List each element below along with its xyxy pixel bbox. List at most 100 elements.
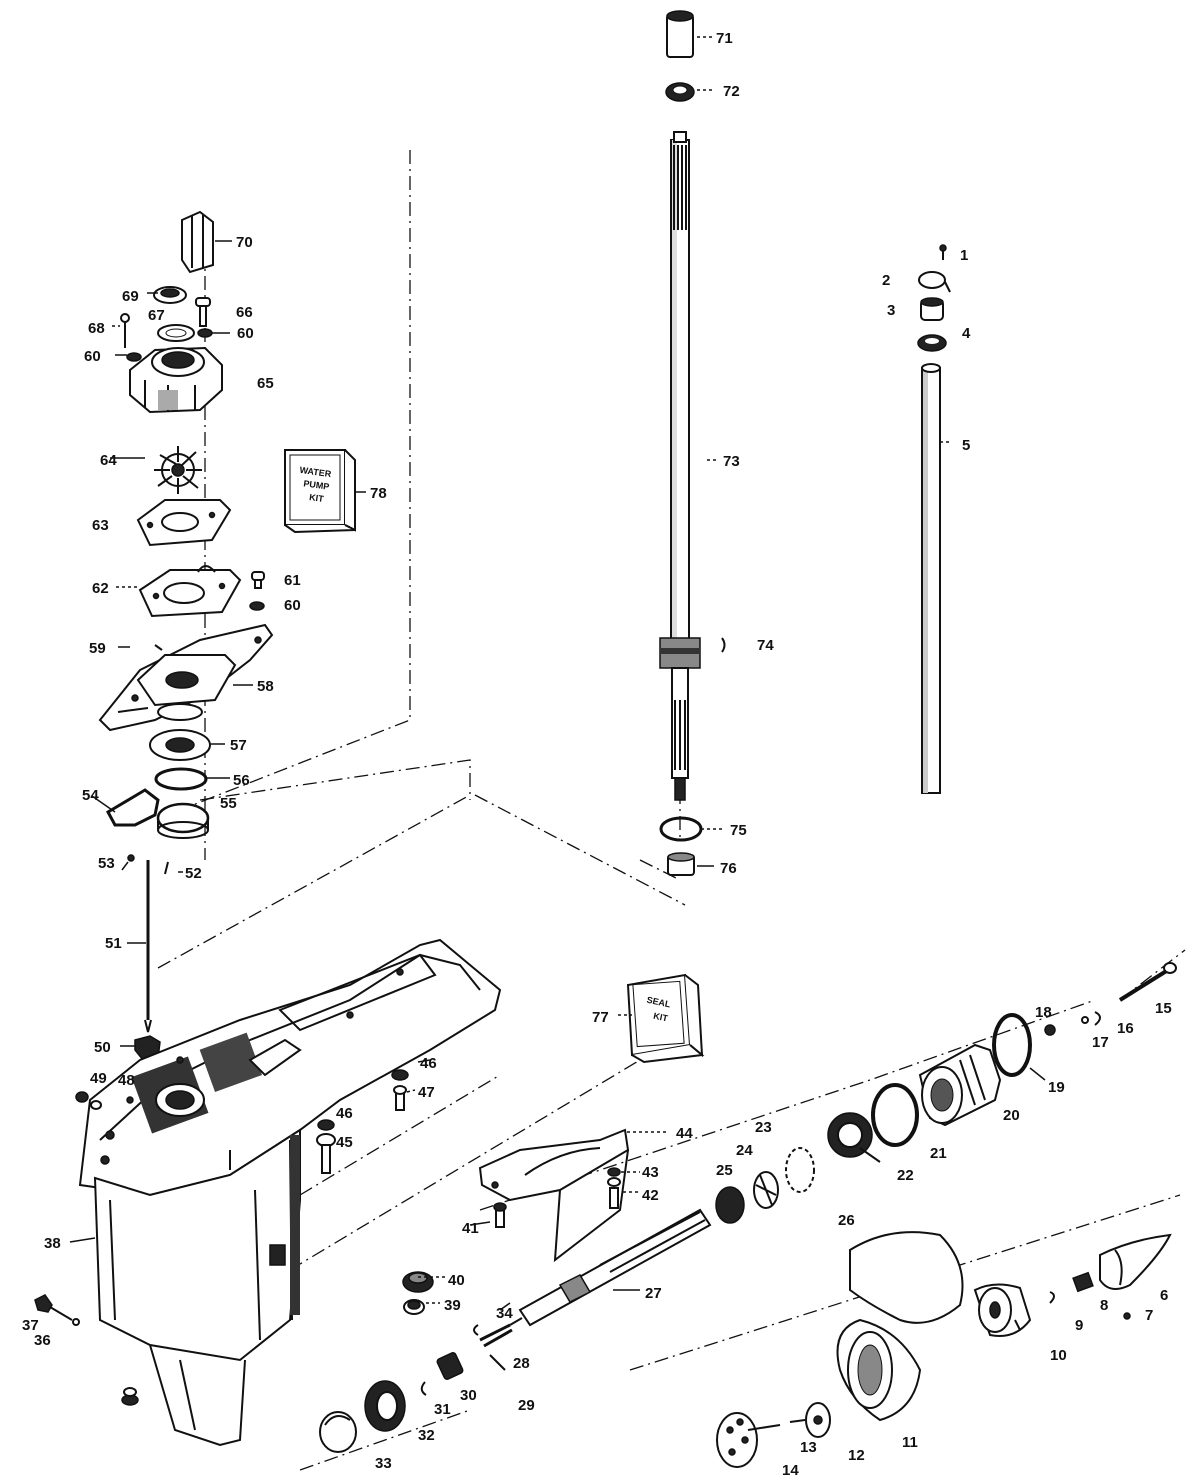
part-label-31: 31: [434, 1401, 451, 1418]
part-label-71: 71: [716, 30, 733, 47]
part-label-28: 28: [513, 1355, 530, 1372]
seal-kit-box: SEAL KIT: [626, 973, 705, 1064]
seal-kit-line-2: KIT: [652, 1011, 669, 1024]
part-label-60: 60: [284, 597, 301, 614]
part-label-10: 10: [1050, 1347, 1067, 1364]
part-label-30: 30: [460, 1387, 477, 1404]
drive-shaft: [659, 131, 701, 801]
bolts-46-47: [316, 1069, 409, 1174]
pin-53-52-51: [127, 854, 169, 1033]
part-label-54: 54: [82, 787, 99, 804]
part-label-5: 5: [962, 437, 970, 454]
part-label-11: 11: [902, 1434, 918, 1451]
clutch-dog-30: [420, 1323, 513, 1396]
part-label-49: 49: [90, 1070, 107, 1087]
pinion-gear-40: [402, 1271, 434, 1293]
part-label-62: 62: [92, 580, 109, 597]
part-label-68: 68: [88, 320, 105, 337]
part-label-16: 16: [1117, 1020, 1134, 1037]
nut-39: [403, 1299, 425, 1315]
plates-63-62: [136, 499, 242, 618]
part-label-59: 59: [89, 640, 106, 657]
seal-kit-line-1: SEAL: [646, 995, 672, 1010]
part-label-69: 69: [122, 288, 139, 305]
bearing-22: [827, 1112, 881, 1163]
part-label-51: 51: [105, 935, 122, 952]
bolts-49-48: [75, 1091, 102, 1110]
seal-72: [665, 82, 695, 102]
part-label-64: 64: [100, 452, 117, 469]
impeller-64: [154, 446, 202, 494]
screw-61-washer-60: [249, 571, 265, 611]
part-label-12: 12: [848, 1447, 865, 1464]
part-label-23: 23: [755, 1119, 772, 1136]
water-pump-kit-box: WATER PUMP KIT: [284, 449, 356, 534]
bushing-71: [666, 10, 694, 58]
part-label-20: 20: [1003, 1107, 1020, 1124]
part-label-13: 13: [800, 1439, 817, 1456]
part-label-41: 41: [462, 1220, 479, 1237]
part-label-73: 73: [723, 453, 740, 470]
shift-rod: [921, 363, 941, 794]
part-label-78: 78: [370, 485, 387, 502]
part-label-39: 39: [444, 1297, 461, 1314]
part-label-33: 33: [375, 1455, 392, 1472]
part-label-32: 32: [418, 1427, 435, 1444]
part-label-60: 60: [237, 325, 254, 342]
leader-lines: [69, 36, 1046, 1311]
water-pump-kit-line-3: KIT: [309, 492, 325, 504]
part-label-2: 2: [882, 272, 890, 289]
part-label-14: 14: [782, 1462, 799, 1479]
part-label-44: 44: [676, 1125, 693, 1142]
part-label-6: 6: [1160, 1287, 1168, 1304]
shift-rod-top-parts: [917, 244, 951, 352]
part-label-7: 7: [1145, 1307, 1153, 1324]
part-label-52: 52: [185, 865, 202, 882]
shaft-bottom-parts: [659, 816, 703, 876]
part-label-61: 61: [284, 572, 301, 589]
part-label-26: 26: [838, 1212, 855, 1229]
o-ring-19: [992, 1013, 1032, 1077]
part-label-47: 47: [418, 1084, 435, 1101]
ring-56-55-54: [105, 767, 210, 839]
part-label-74: 74: [757, 637, 774, 654]
part-label-34: 34: [496, 1305, 513, 1322]
part-label-72: 72: [723, 83, 740, 100]
part-label-3: 3: [887, 302, 895, 319]
part-label-45: 45: [336, 1134, 353, 1151]
part-label-43: 43: [642, 1164, 659, 1181]
part-label-8: 8: [1100, 1297, 1108, 1314]
part-label-19: 19: [1048, 1079, 1065, 1096]
gear-26-25: [715, 1147, 815, 1224]
part-label-56: 56: [233, 772, 250, 789]
part-label-37: 37: [22, 1317, 39, 1334]
pump-housing-65: [120, 286, 223, 414]
part-label-22: 22: [897, 1167, 914, 1184]
carrier-20: [918, 1043, 1002, 1127]
trim-tab-44: [478, 1128, 630, 1263]
part-label-29: 29: [518, 1397, 535, 1414]
part-label-58: 58: [257, 678, 274, 695]
part-label-60: 60: [84, 348, 101, 365]
spacer-10: [973, 1283, 1032, 1337]
o-ring-21: [871, 1083, 919, 1147]
part-label-25: 25: [716, 1162, 733, 1179]
gear-32: [364, 1380, 406, 1432]
part-label-46: 46: [336, 1105, 353, 1122]
parts-18-17-16-15: [1044, 962, 1177, 1036]
water-pump-kit-line-1: WATER: [299, 465, 332, 479]
part-label-17: 17: [1092, 1034, 1109, 1051]
water-pump-kit-line-2: PUMP: [303, 478, 330, 492]
part-label-36: 36: [34, 1332, 51, 1349]
part-label-65: 65: [257, 375, 274, 392]
part-label-63: 63: [92, 517, 109, 534]
part-label-42: 42: [642, 1187, 659, 1204]
part-label-50: 50: [94, 1039, 111, 1056]
part-label-53: 53: [98, 855, 115, 872]
part-label-40: 40: [448, 1272, 465, 1289]
part-label-4: 4: [962, 325, 971, 342]
propeller-11: [836, 1231, 964, 1422]
part-label-18: 18: [1035, 1004, 1052, 1021]
part-label-67: 67: [148, 307, 165, 324]
